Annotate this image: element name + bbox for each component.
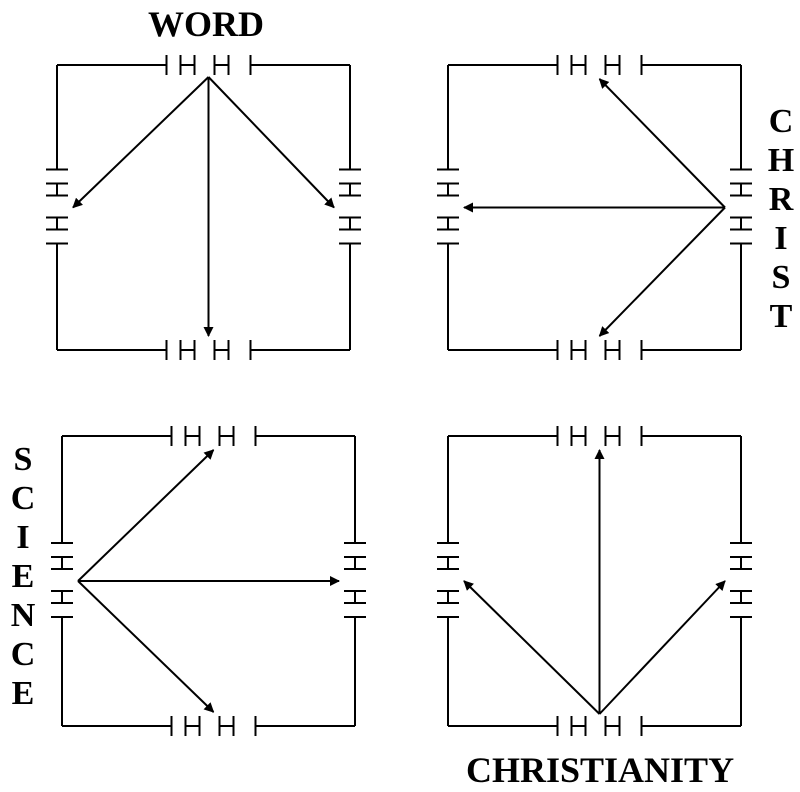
component-symbol: [172, 426, 256, 446]
panel-christ: [437, 55, 752, 360]
component-symbol: [558, 55, 642, 75]
arrow-top-to-left: [72, 77, 209, 208]
arrow-right-to-top: [600, 78, 726, 208]
label-science-letter: C: [10, 480, 36, 517]
component-symbol: [558, 716, 642, 736]
component-symbol: [730, 170, 752, 244]
label-christ-letter: T: [769, 298, 793, 335]
arrow-left-to-bottom: [78, 581, 215, 712]
component-symbol: [344, 543, 366, 617]
label-christ-letter: C: [768, 103, 794, 140]
component-symbol: [339, 170, 361, 244]
arrow-right-to-bottom: [600, 208, 726, 337]
label-science-letter: N: [10, 597, 36, 634]
component-symbol: [730, 543, 752, 617]
arrow-bottom-to-left: [463, 581, 600, 714]
arrow-top-to-right: [209, 77, 335, 209]
label-christ-letter: I: [774, 220, 788, 257]
label-science-letter: E: [11, 675, 35, 712]
component-symbol: [558, 340, 642, 360]
component-symbol: [437, 170, 459, 244]
label-christ-letter: H: [767, 142, 795, 179]
component-symbol: [51, 543, 73, 617]
panel-christianity: [437, 426, 752, 736]
label-science-letter: I: [16, 519, 30, 556]
panel-science: [51, 426, 366, 736]
label-science-letter: E: [11, 558, 35, 595]
label-science-letter: S: [13, 441, 33, 478]
component-symbol: [167, 340, 251, 360]
panel-word: [46, 55, 361, 360]
label-word: WORD: [148, 4, 264, 44]
component-symbol: [558, 426, 642, 446]
component-symbol: [46, 170, 68, 244]
label-christ-letter: S: [771, 259, 791, 296]
component-symbol: [172, 716, 256, 736]
arrow-bottom-to-right: [600, 580, 726, 714]
label-christianity: CHRISTIANITY: [466, 750, 735, 790]
arrow-left-to-top: [78, 450, 215, 581]
label-science-letter: C: [10, 636, 36, 673]
component-symbol: [437, 543, 459, 617]
label-christ-letter: R: [768, 181, 794, 218]
component-symbol: [167, 55, 251, 75]
